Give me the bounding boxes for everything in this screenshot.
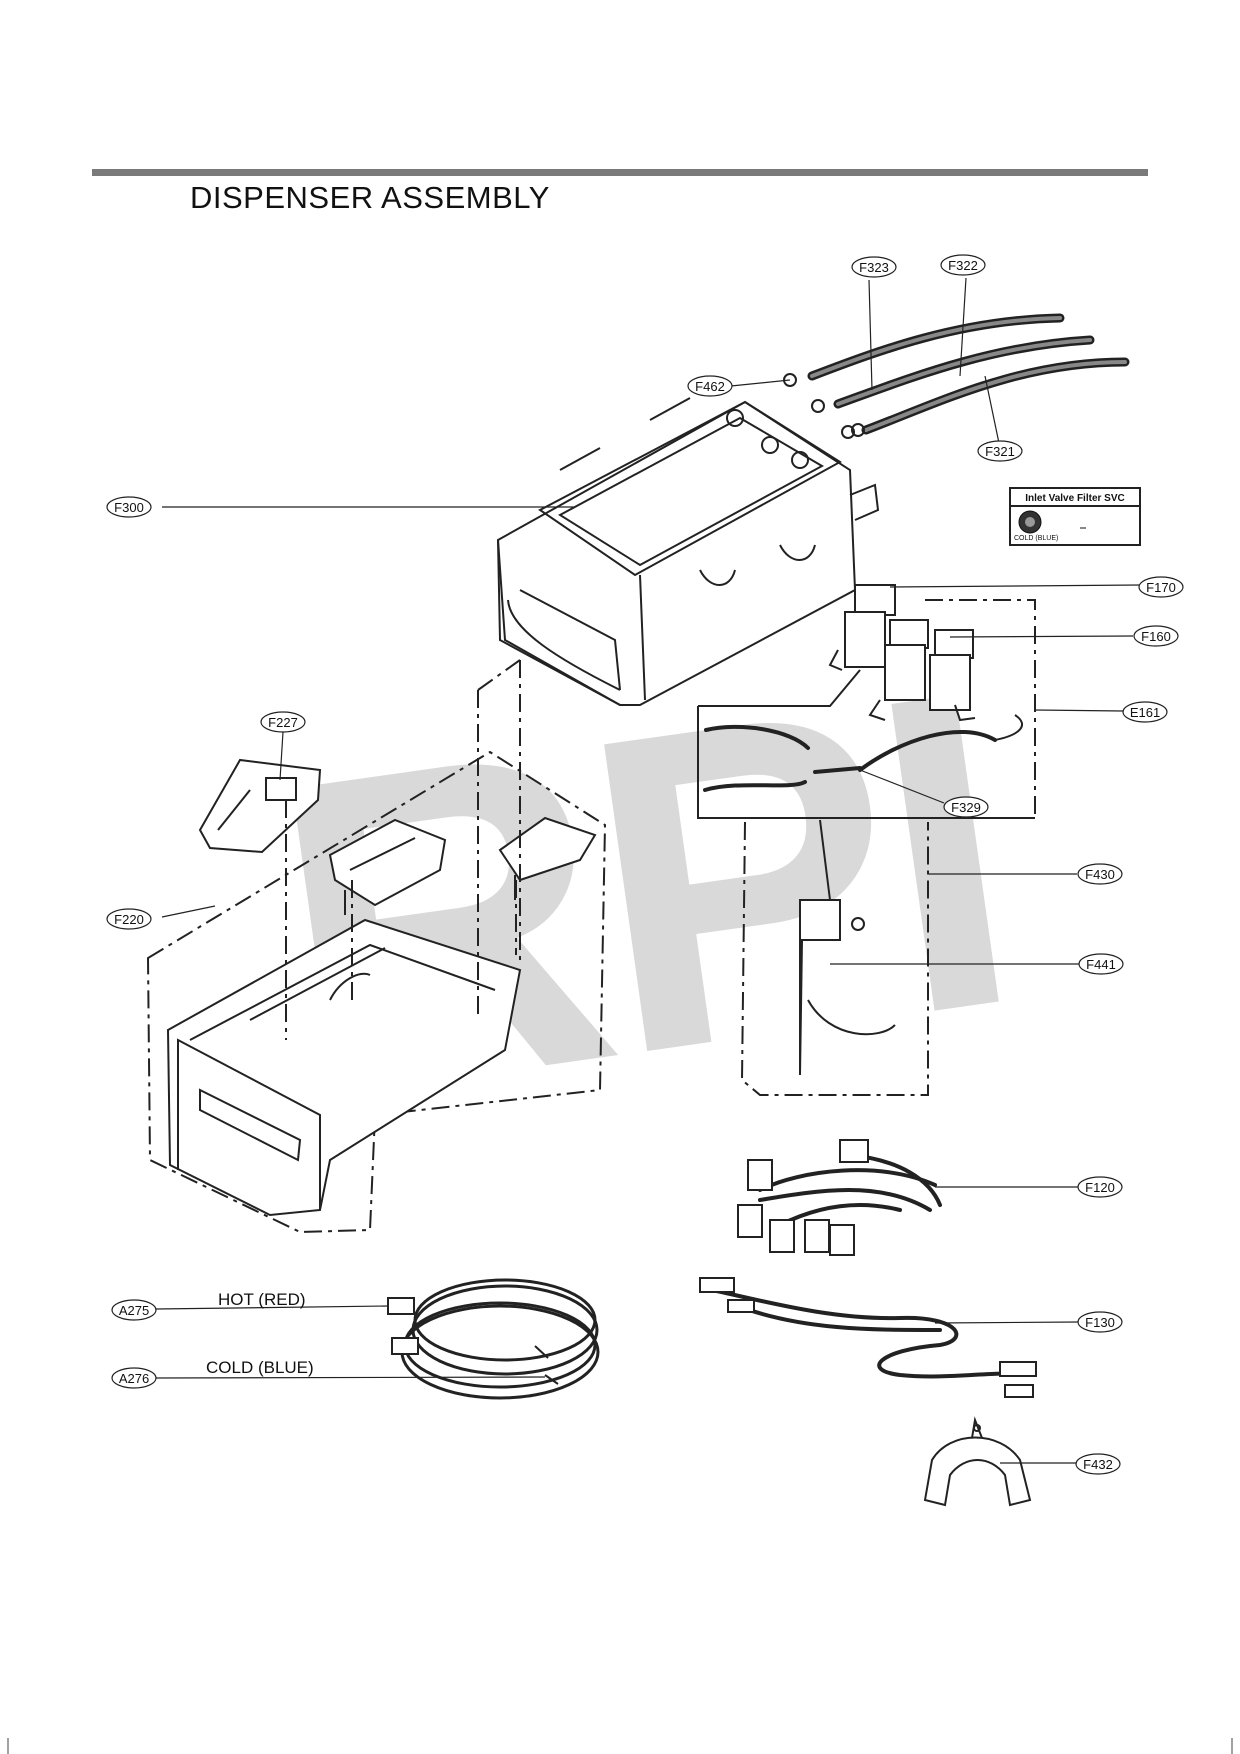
- leader-lines: [155, 277, 1141, 1464]
- callout-f322: F322: [940, 254, 986, 276]
- page-title: DISPENSER ASSEMBLY: [190, 180, 550, 215]
- callout-f462: F462: [687, 375, 733, 397]
- callout-labels: F323 F322 F462 F321 F300 F170: [106, 254, 1184, 1475]
- wire-harness-f120: [737, 1139, 942, 1256]
- svg-text:F160: F160: [1141, 629, 1171, 644]
- callout-f220: F220: [106, 908, 152, 930]
- svg-text:F323: F323: [859, 260, 889, 275]
- svg-text:F300: F300: [114, 500, 144, 515]
- water-inlet-hoses: [387, 1278, 600, 1400]
- harness-box-f329: [697, 669, 1035, 819]
- wire-harness-f130: [699, 1277, 1037, 1398]
- callout-a275: A275: [111, 1299, 157, 1321]
- callout-f323: F323: [851, 256, 897, 278]
- detergent-inserts: [328, 816, 597, 915]
- svg-text:F329: F329: [951, 800, 981, 815]
- assembly-guide-lines: [285, 659, 521, 1040]
- hot-hose-label: HOT (RED): [218, 1290, 306, 1309]
- svg-text:A275: A275: [119, 1303, 149, 1318]
- svg-text:F322: F322: [948, 258, 978, 273]
- callout-f430: F430: [1077, 863, 1123, 885]
- svg-text:F462: F462: [695, 379, 725, 394]
- dispenser-drawer: [146, 750, 607, 1234]
- svg-text:A276: A276: [119, 1371, 149, 1386]
- callout-f441: F441: [1078, 953, 1124, 975]
- svg-text:F321: F321: [985, 444, 1015, 459]
- inlet-hoses: [783, 313, 1130, 439]
- svg-text:F432: F432: [1083, 1457, 1113, 1472]
- svg-text:F227: F227: [268, 715, 298, 730]
- svg-text:E161: E161: [1130, 705, 1160, 720]
- inset-title: Inlet Valve Filter SVC: [1025, 493, 1124, 504]
- air-tube-assembly: [740, 819, 929, 1096]
- header-rule: [92, 169, 1148, 176]
- callout-f432: F432: [1075, 1453, 1121, 1475]
- svg-text:F120: F120: [1085, 1180, 1115, 1195]
- svg-text:F170: F170: [1146, 580, 1176, 595]
- inset-valve-filter: Inlet Valve Filter SVC COLD (BLUE): [1009, 487, 1141, 546]
- svg-text:F130: F130: [1085, 1315, 1115, 1330]
- svg-text:F220: F220: [114, 912, 144, 927]
- callout-f300: F300: [106, 496, 152, 518]
- dispenser-housing: [496, 397, 880, 706]
- callout-f160: F160: [1133, 625, 1179, 647]
- hose-bracket-f432: [923, 1416, 1032, 1507]
- callout-f130: F130: [1077, 1311, 1123, 1333]
- cold-hose-label: COLD (BLUE): [206, 1358, 314, 1377]
- svg-text:F430: F430: [1085, 867, 1115, 882]
- callout-a276: A276: [111, 1367, 157, 1389]
- callout-f227: F227: [260, 711, 306, 733]
- softener-cup-f227: [198, 758, 322, 854]
- inset-caption: COLD (BLUE): [1014, 535, 1058, 542]
- callout-f329: F329: [943, 796, 989, 818]
- callout-f120: F120: [1077, 1176, 1123, 1198]
- callout-f321: F321: [977, 440, 1023, 462]
- inlet-valves: [828, 584, 1036, 818]
- svg-text:F441: F441: [1086, 957, 1116, 972]
- callout-f170: F170: [1138, 576, 1184, 598]
- callout-e161: E161: [1122, 701, 1168, 723]
